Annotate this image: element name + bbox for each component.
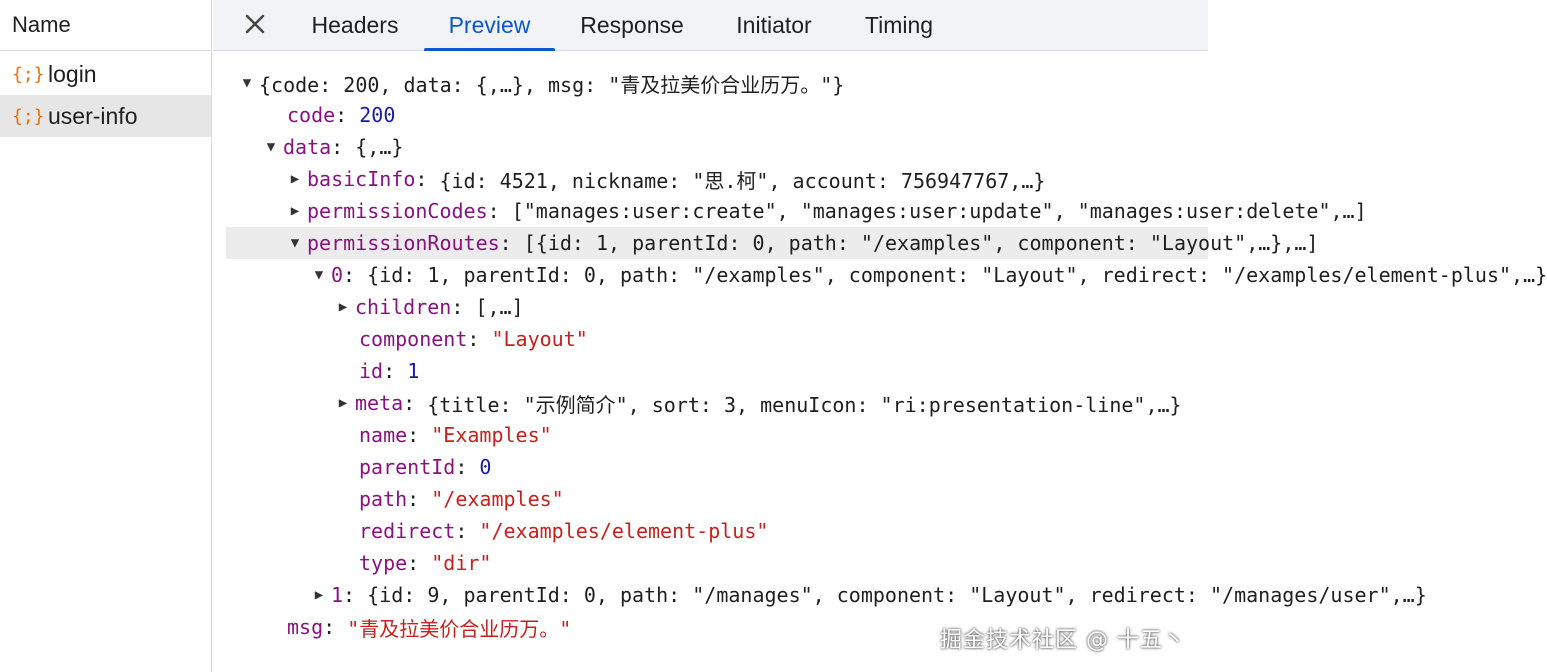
detail-tab-bar: Headers Preview Response Initiator Timin… — [213, 0, 1208, 51]
json-row-id: id: 1 — [359, 359, 420, 383]
collapsed-triangle-icon[interactable]: ▶ — [290, 171, 300, 187]
expanded-triangle-icon[interactable]: ▼ — [242, 75, 252, 91]
collapsed-triangle-icon[interactable]: ▶ — [314, 587, 324, 603]
json-row-redirect: redirect: "/examples/element-plus" — [359, 519, 769, 543]
expanded-triangle-icon[interactable]: ▼ — [314, 267, 324, 283]
tab-timing[interactable]: Timing — [864, 11, 934, 38]
collapsed-triangle-icon[interactable]: ▶ — [338, 395, 348, 411]
json-row-permissionroutes[interactable]: ▼ permissionRoutes: [{id: 1, parentId: 0… — [226, 227, 1318, 259]
json-row-meta[interactable]: ▶ meta: {title: "示例简介", sort: 3, menuIco… — [213, 387, 1208, 419]
name-column-label: Name — [12, 12, 71, 37]
json-file-icon: {;} — [12, 103, 45, 129]
json-root-row[interactable]: ▼ {code: 200, data: {,…}, msg: "青及拉美价合业历… — [213, 67, 1208, 99]
json-row-children[interactable]: ▶ children: [,…] — [213, 291, 1208, 323]
watermark: 掘金技术社区 @ 十五丶 — [940, 628, 1186, 653]
tab-preview[interactable]: Preview — [424, 0, 555, 51]
request-name: user-info — [48, 102, 138, 129]
json-row-name: name: "Examples" — [359, 423, 552, 447]
svg-text:{;}: {;} — [12, 64, 45, 85]
json-row-msg: msg: "青及拉美价合业历万。" — [287, 615, 572, 641]
json-row-path: path: "/examples" — [359, 487, 564, 511]
json-row-parentid: parentId: 0 — [359, 455, 492, 479]
json-row-basicinfo[interactable]: ▶ basicInfo: {id: 4521, nickname: "思.柯",… — [213, 163, 1208, 195]
json-row-component: component: "Layout" — [359, 327, 588, 351]
json-row-route-0[interactable]: ▼ 0: {id: 1, parentId: 0, path: "/exampl… — [213, 259, 1547, 291]
json-file-icon: {;} — [12, 61, 45, 87]
json-row-data[interactable]: ▼ data: {,…} — [213, 131, 1208, 163]
collapsed-triangle-icon[interactable]: ▶ — [290, 203, 300, 219]
collapsed-triangle-icon[interactable]: ▶ — [338, 299, 348, 315]
name-column-header[interactable]: Name — [0, 0, 211, 51]
expanded-triangle-icon[interactable]: ▼ — [266, 139, 276, 155]
json-row-route-1[interactable]: ▶ 1: {id: 9, parentId: 0, path: "/manage… — [213, 579, 1427, 611]
json-preview: ▼ {code: 200, data: {,…}, msg: "青及拉美价合业历… — [213, 51, 1547, 672]
tab-headers[interactable]: Headers — [311, 11, 399, 38]
svg-text:{;}: {;} — [12, 106, 45, 127]
request-row-user-info[interactable]: {;} user-info — [0, 95, 211, 137]
tab-initiator[interactable]: Initiator — [736, 11, 812, 38]
request-list: Name {;} login {;} user-info — [0, 0, 212, 672]
close-icon[interactable] — [241, 10, 269, 38]
json-row-type: type: "dir" — [359, 551, 492, 575]
expanded-triangle-icon[interactable]: ▼ — [290, 235, 300, 251]
tab-response[interactable]: Response — [580, 11, 684, 38]
json-row-code: code: 200 — [287, 103, 396, 127]
request-row-login[interactable]: {;} login — [0, 53, 211, 95]
request-name: login — [48, 60, 97, 87]
json-row-permissioncodes[interactable]: ▶ permissionCodes: ["manages:user:create… — [213, 195, 1367, 227]
